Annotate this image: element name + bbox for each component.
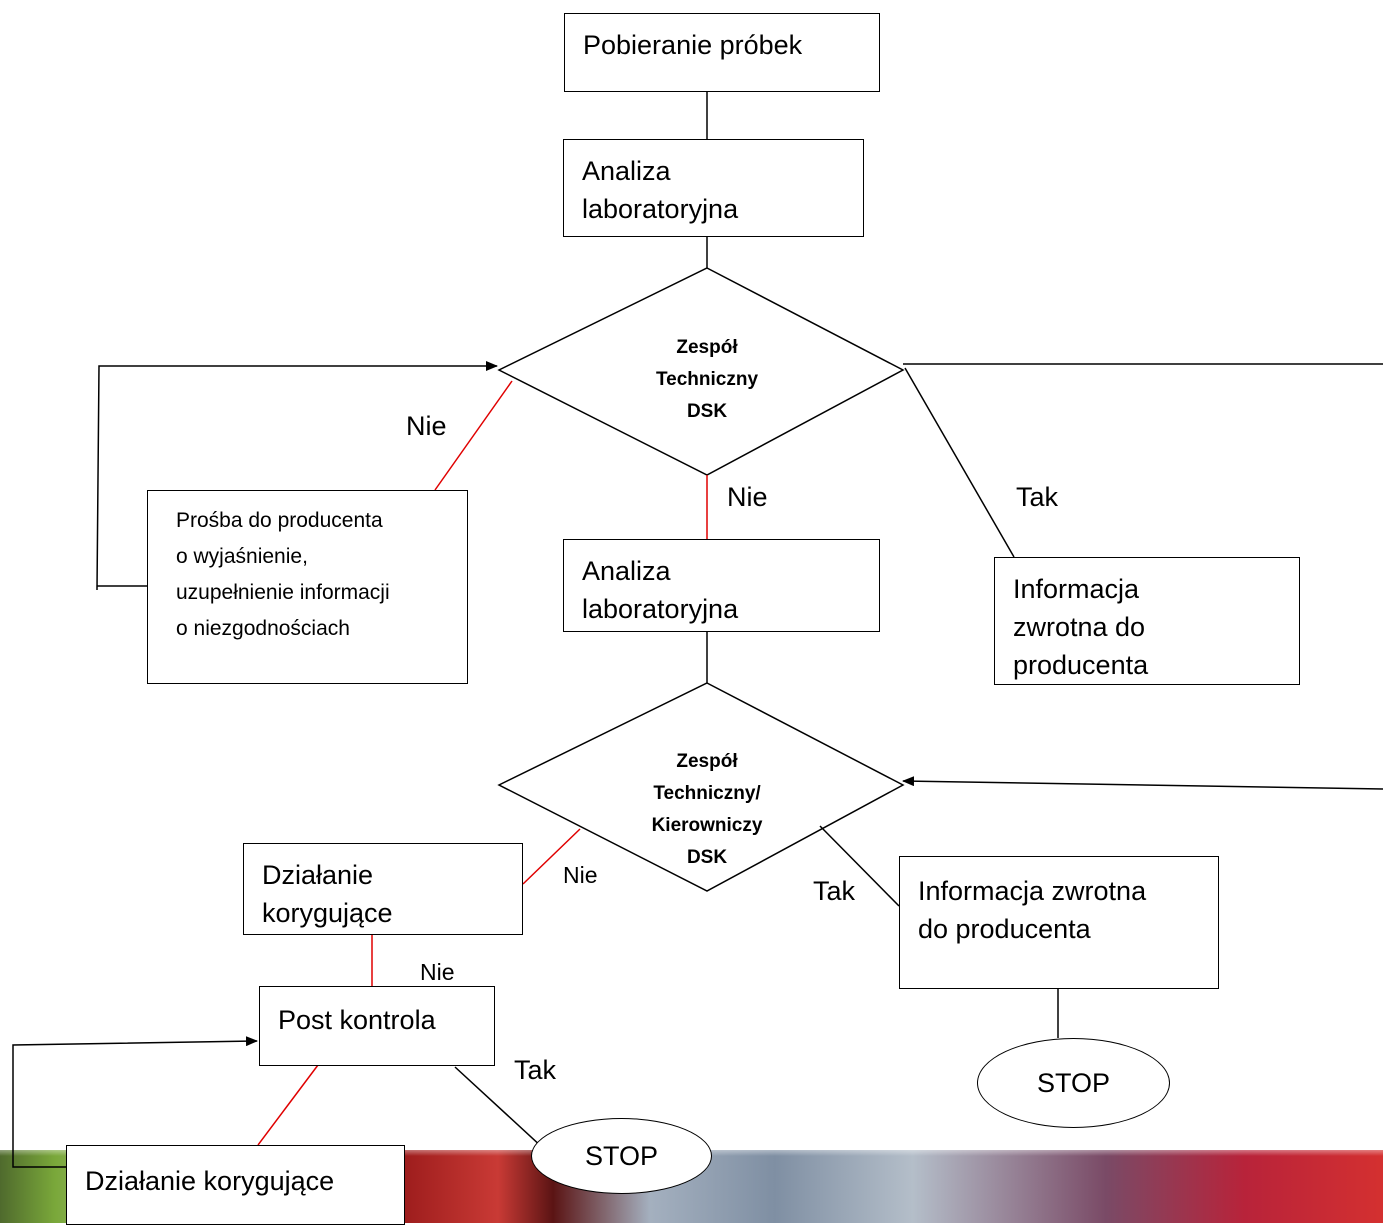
info2-line1: Informacja zwrotna (918, 876, 1147, 906)
decision2-line4: DSK (686, 847, 728, 868)
step-analiza-laboratoryjna-1: Analiza laboratoryjna (563, 139, 864, 237)
loop-prosba-to-decision1 (96, 361, 498, 591)
step-informacja-zwrotna-1: Informacja zwrotna do producenta (994, 557, 1300, 685)
stop-terminal-2: STOP (977, 1038, 1170, 1128)
prosba-line1: Prośba do producenta (176, 509, 383, 532)
prosba-line4: o niezgodnościach (176, 617, 350, 640)
connector-tak-post-stop (454, 1066, 544, 1149)
loop-right-return (902, 776, 1383, 790)
info2-line2: do producenta (918, 914, 1091, 944)
step-pobieranie-probek: Pobieranie próbek (564, 13, 880, 92)
dzialanie1-line1: Działanie (262, 860, 374, 890)
decision1-line2: Techniczny (655, 369, 759, 390)
stop2-label: STOP (1036, 1067, 1111, 1098)
post-kontrola-label: Post kontrola (278, 1005, 436, 1035)
step-analiza-laboratoryjna-2: Analiza laboratoryjna (563, 539, 880, 632)
stop1-label: STOP (584, 1140, 659, 1171)
connector-tak-d2-info (819, 825, 900, 907)
step-post-kontrola: Post kontrola (259, 986, 495, 1066)
step-informacja-zwrotna-2: Informacja zwrotna do producenta (899, 856, 1219, 989)
dzialanie1-line2: korygujące (262, 898, 393, 928)
connector-nie-d1-prosba (434, 380, 513, 491)
decision-2-label: Zespół Techniczny/ Kierowniczy DSK (607, 746, 807, 874)
dzialanie2-label: Działanie korygujące (85, 1166, 335, 1196)
analiza2-line1: Analiza (582, 556, 671, 586)
edge-label-tak-decision2: Tak (813, 876, 856, 906)
edge-label-nie-post: Nie (420, 959, 455, 985)
info1-line3: producenta (1013, 650, 1149, 680)
stop-terminal-1: STOP (531, 1118, 712, 1194)
decision1-line3: DSK (686, 401, 728, 422)
edge-label-nie-decision2: Nie (563, 862, 598, 888)
connector-nie-post-dzialanie2 (257, 1064, 319, 1146)
analiza2-line2: laboratoryjna (582, 594, 739, 624)
decision2-line1: Zespół (676, 751, 738, 772)
edge-label-nie-center: Nie (727, 482, 768, 512)
decision2-line2: Techniczny/ (653, 783, 761, 804)
loop-dzialanie2-to-post (12, 1036, 258, 1168)
edge-label-tak-right: Tak (1016, 482, 1059, 512)
decision-1-label: Zespół Techniczny DSK (607, 332, 807, 428)
step-dzialanie-korygujace-1: Działanie korygujące (243, 843, 523, 935)
analiza1-line1: Analiza (582, 156, 671, 186)
prosba-line2: o wyjaśnienie, (176, 545, 308, 568)
decision2-line3: Kierowniczy (651, 815, 763, 836)
edge-label-tak-post: Tak (514, 1055, 557, 1085)
connector-tak-d1-info (904, 367, 1015, 558)
step-dzialanie-korygujace-2: Działanie korygujące (66, 1145, 405, 1225)
prosba-line3: uzupełnienie informacji (176, 581, 390, 604)
info1-line1: Informacja (1013, 574, 1140, 604)
step-pobieranie-label: Pobieranie próbek (583, 30, 803, 60)
decision-diamond-2 (497, 682, 905, 892)
connector-nie-d2-dzialanie (522, 828, 581, 885)
edge-label-nie-left: Nie (406, 411, 447, 441)
step-prosba-do-producenta: Prośba do producenta o wyjaśnienie, uzup… (147, 490, 468, 684)
info1-line2: zwrotna do (1013, 612, 1146, 642)
decision1-line1: Zespół (676, 337, 738, 358)
analiza1-line2: laboratoryjna (582, 194, 739, 224)
